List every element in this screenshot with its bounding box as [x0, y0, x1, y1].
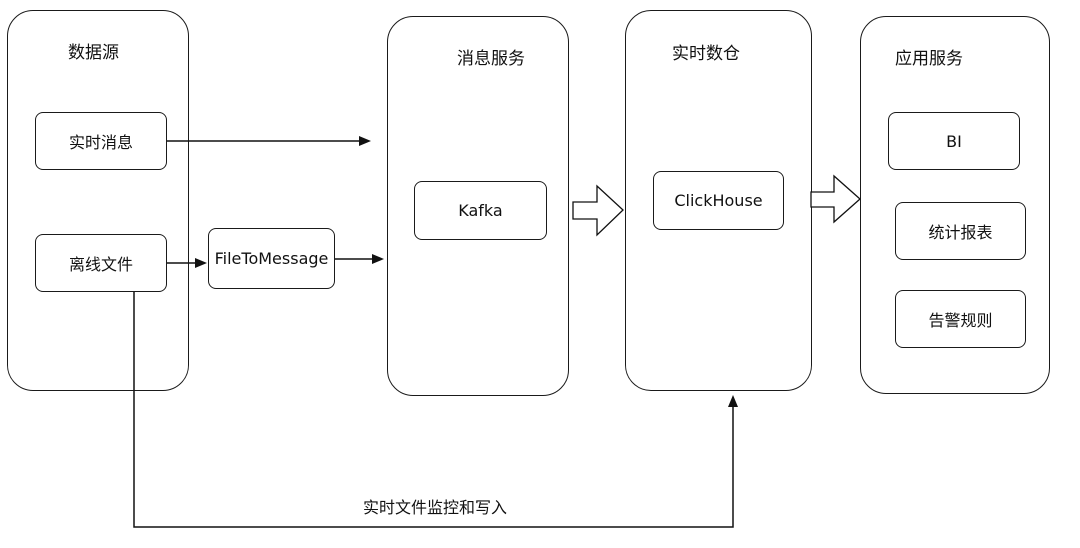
offline-file-node: 离线文件	[35, 234, 167, 292]
bi-node: BI	[888, 112, 1020, 170]
app-service-title: 应用服务	[895, 49, 963, 69]
monitor-path-arrow	[133, 292, 738, 528]
converter-to-kafka-arrow	[335, 254, 384, 264]
realtime-message-node: 实时消息	[35, 112, 167, 170]
data-source-group	[7, 10, 189, 391]
report-node: 统计报表	[895, 202, 1026, 260]
warehouse-title: 实时数仓	[672, 44, 740, 64]
kafka-node: Kafka	[414, 181, 547, 240]
offline-to-converter-arrow	[167, 258, 207, 268]
data-source-title: 数据源	[68, 43, 119, 63]
message-service-title: 消息服务	[457, 49, 525, 69]
monitor-path-label: 实时文件监控和写入	[363, 498, 508, 517]
clickhouse-node: ClickHouse	[653, 171, 784, 230]
alert-rules-node: 告警规则	[895, 290, 1026, 348]
file-to-message-node: FileToMessage	[208, 228, 335, 289]
kafka-to-clickhouse-block-arrow	[572, 184, 624, 237]
realtime-to-kafka-arrow	[167, 136, 371, 146]
clickhouse-to-app-block-arrow	[810, 174, 861, 224]
